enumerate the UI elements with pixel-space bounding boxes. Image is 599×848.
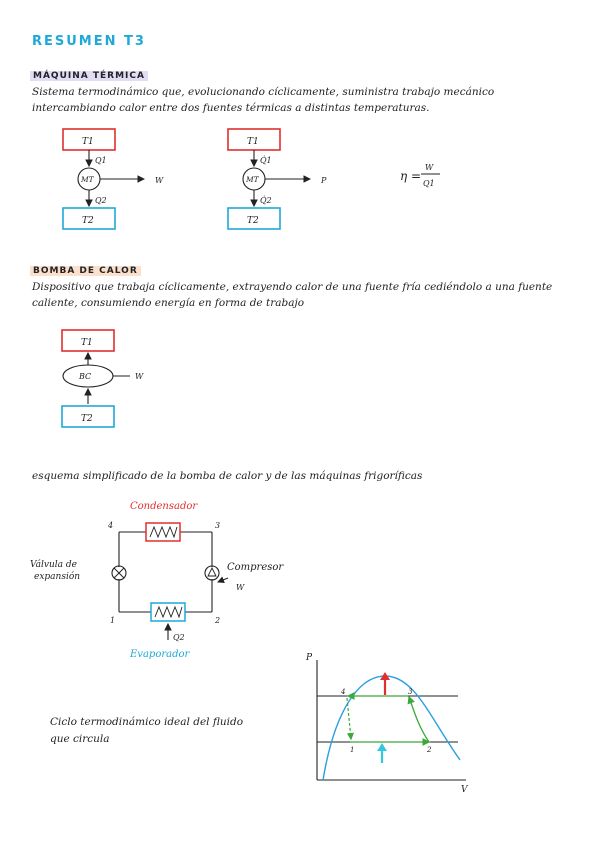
evaporador-coil-icon — [154, 605, 183, 619]
v-axis-label: V — [461, 785, 469, 795]
condensador-coil-icon — [149, 525, 178, 539]
section-heading-bomba: BOMBA DE CALOR — [30, 266, 141, 276]
efficiency-numerator: W — [425, 163, 434, 172]
hot-reservoir-label: T1 — [247, 137, 259, 147]
efficiency-denominator: Q1 — [423, 179, 435, 188]
hot-reservoir-label: T1 — [81, 338, 93, 348]
machine-label: MT — [245, 175, 260, 184]
evaporador-label: Evaporador — [129, 649, 190, 660]
machine-label: MT — [80, 175, 95, 184]
cold-reservoir-label: T2 — [81, 414, 93, 424]
valvula-label-line1: Válvula de — [30, 559, 77, 570]
hot-reservoir-label: T1 — [82, 137, 94, 147]
work-input-label: W — [236, 583, 245, 592]
efficiency-formula: η = W Q1 — [400, 163, 440, 188]
heat-in-label: Q1 — [95, 156, 107, 165]
refrigeration-schematic: Condensador 4 3 1 2 Válvula de expansión… — [30, 501, 284, 660]
compresor-label: Compresor — [227, 562, 284, 573]
p-axis-label: P — [305, 653, 313, 663]
node-1-label: 1 — [110, 616, 115, 625]
section-heading-maquina: MÁQUINA TÉRMICA — [30, 71, 148, 81]
heat-out-label: Q2 — [95, 196, 107, 205]
maquina-diagram-1: T1 Q1 MT W Q2 T2 — [62, 128, 164, 230]
heat-flow-out-label: Q̇2 — [260, 196, 272, 205]
cold-reservoir-label: T2 — [82, 216, 94, 226]
cold-reservoir-box — [62, 207, 116, 230]
cold-reservoir-box — [227, 207, 281, 230]
heat-flow-in-label: Q̇1 — [260, 156, 272, 165]
node-4-label: 4 — [107, 521, 113, 530]
point-2-label: 2 — [426, 746, 432, 754]
compressor-icon — [204, 565, 220, 581]
node-2-label: 2 — [214, 616, 220, 625]
maquina-description: Sistema termodinámico que, evolucionando… — [32, 86, 495, 114]
hot-reservoir-box — [61, 329, 115, 352]
cold-reservoir-label: T2 — [247, 216, 259, 226]
point-1-label: 1 — [350, 746, 354, 754]
esquema-caption: esquema simplificado de la bomba de calo… — [32, 470, 423, 482]
expansion-valve-icon — [111, 565, 127, 581]
cold-reservoir-box — [61, 405, 115, 428]
page-title: RESUMEN T3 — [32, 34, 146, 49]
power-output-label: P — [320, 176, 327, 185]
valvula-label-line2: expansión — [34, 571, 80, 582]
bomba-description: Dispositivo que trabaja cíclicamente, ex… — [32, 281, 553, 309]
ciclo-caption: Ciclo termodinámico ideal del fluido que… — [50, 716, 244, 745]
work-output-label: W — [155, 176, 164, 185]
evaporador-box — [150, 602, 186, 622]
condensador-box — [145, 522, 181, 542]
pv-diagram: P V 4 3 1 2 — [305, 653, 469, 795]
bomba-diagram: T1 BC W T2 — [61, 329, 144, 428]
maquina-diagram-2: T1 Q̇1 MT P Q̇2 T2 — [227, 128, 327, 230]
point-4-label: 4 — [340, 688, 345, 696]
efficiency-lhs: η = — [400, 169, 421, 183]
work-input-label: W — [135, 372, 144, 381]
node-3-label: 3 — [215, 521, 220, 530]
condensador-label: Condensador — [130, 501, 198, 512]
q2-label: Q2 — [173, 633, 185, 642]
maquina-diagrams: T1 Q1 MT W Q2 T2 T1 Q̇1 MT P Q̇2 T2 η = … — [62, 128, 440, 230]
point-3-label: 3 — [408, 688, 413, 696]
heat-pump-label: BC — [78, 372, 91, 381]
